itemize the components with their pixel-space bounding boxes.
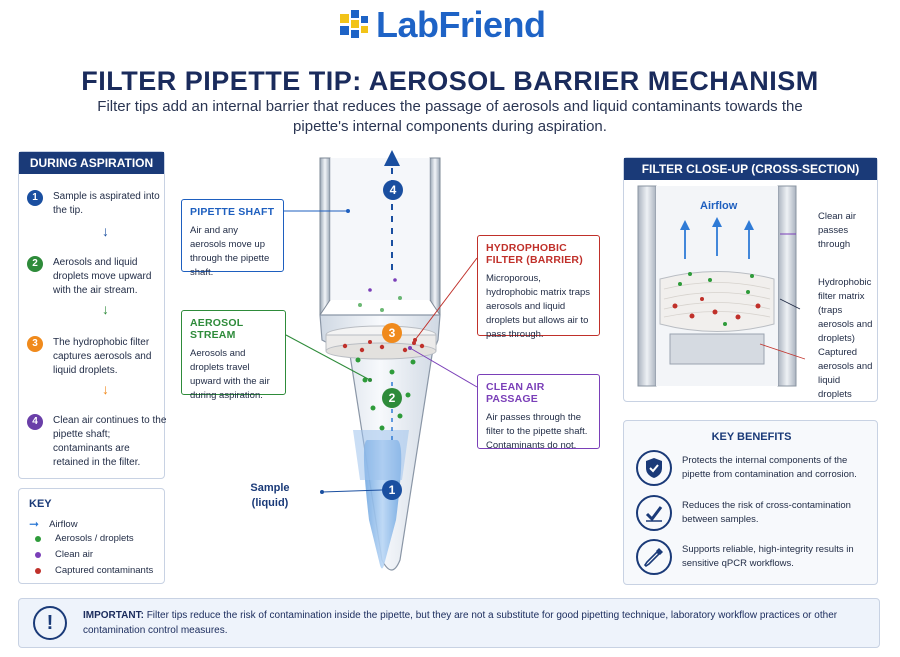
- key-heading: KEY: [29, 498, 52, 510]
- callout-hydrophobic-filter: HYDROPHOBIC FILTER (BARRIER) Microporous…: [477, 235, 600, 340]
- svg-text:3: 3: [389, 326, 396, 340]
- svg-text:4: 4: [390, 183, 397, 197]
- key-label: Clean air: [55, 549, 94, 560]
- page-title: FILTER PIPETTE TIP: AEROSOL BARRIER MECH…: [81, 66, 819, 96]
- shield-check-icon: [636, 450, 672, 486]
- arrow-down-icon: ↓: [102, 301, 109, 317]
- closeup-panel: FILTER CLOSE-UP (CROSS-SECTION) Airflow …: [623, 157, 878, 402]
- arrow-down-icon: ↓: [102, 223, 109, 239]
- key-label: Airflow: [49, 518, 78, 530]
- logo-text-lab: Lab: [376, 4, 439, 45]
- aspiration-panel: DURING ASPIRATION 1 Sample is aspirated …: [18, 151, 167, 479]
- pipette-icon: [636, 539, 672, 575]
- closeup-label-clean-air: Clean air passes through: [818, 211, 857, 250]
- benefits-heading: KEY BENEFITS: [711, 431, 792, 443]
- aspiration-step: 2 Aerosols and liquid droplets move upwa…: [27, 256, 167, 298]
- step-number: 3: [27, 336, 43, 352]
- callout-text: Air passes through the filter to the pip…: [486, 412, 588, 451]
- logo-text-friend: Friend: [438, 4, 547, 45]
- step-text: Clean air continues to the pipette shaft…: [53, 415, 167, 468]
- key-item-airflow: ➞ Airflow: [29, 517, 78, 531]
- benefit-item: Protects the internal components of the …: [636, 450, 877, 486]
- callout-text: Microporous, hydrophobic matrix traps ae…: [486, 273, 591, 340]
- marker-1-icon: [382, 480, 402, 500]
- benefit-text: Protects the internal components of the …: [682, 455, 857, 480]
- step-number: 1: [27, 190, 43, 206]
- benefit-item: Supports reliable, high-integrity result…: [636, 539, 877, 575]
- marker-3-icon: [382, 323, 402, 343]
- marker-2-icon: [382, 388, 402, 408]
- aspiration-step: 1 Sample is aspirated into the tip.: [27, 190, 167, 218]
- checkmark-icon: [636, 495, 672, 531]
- marker-4-icon: [383, 180, 403, 200]
- callout-title: HYDROPHOBIC FILTER (BARRIER): [486, 242, 583, 266]
- important-label: IMPORTANT:: [83, 610, 144, 621]
- important-banner: ! IMPORTANT: Filter tips reduce the risk…: [18, 598, 880, 648]
- key-label: Aerosols / droplets: [55, 533, 134, 544]
- key-item-captured: Captured contaminants: [29, 565, 153, 576]
- important-text: IMPORTANT: Filter tips reduce the risk o…: [83, 608, 879, 638]
- aspiration-step: 3 The hydrophobic filter captures aeroso…: [27, 336, 167, 378]
- callout-title: PIPETTE SHAFT: [190, 206, 275, 218]
- purple-dot-icon: [35, 551, 41, 558]
- callout-pipette-shaft: PIPETTE SHAFT Air and any aerosols move …: [181, 199, 284, 278]
- svg-text:2: 2: [389, 391, 396, 405]
- green-dot-icon: [35, 535, 41, 542]
- callout-text: Air and any aerosols move up through the…: [190, 225, 270, 278]
- aspiration-heading: DURING ASPIRATION: [19, 152, 164, 174]
- logo-grid-icon: [340, 10, 368, 38]
- closeup-label-matrix: Hydrophobic filter matrix (traps aerosol…: [818, 277, 873, 344]
- closeup-airflow-label: Airflow: [700, 200, 738, 212]
- key-item-aerosols: Aerosols / droplets: [29, 533, 134, 544]
- key-panel: KEY ➞ Airflow Aerosols / droplets Clean …: [18, 488, 165, 584]
- callout-text: Aerosols and droplets travel upward with…: [190, 348, 270, 401]
- labfriend-logo: LabFriend: [338, 4, 568, 46]
- step-number: 2: [27, 256, 43, 272]
- callout-title: AEROSOL STREAM: [190, 317, 244, 341]
- key-label: Captured contaminants: [55, 565, 154, 576]
- closeup-label-captured: Captured aerosols and liquid droplets: [818, 347, 873, 400]
- step-text: The hydrophobic filter captures aerosols…: [53, 337, 152, 376]
- step-text: Sample is aspirated into the tip.: [53, 191, 160, 216]
- pipette-tip-illustration: 4 3 2 1: [284, 150, 478, 571]
- step-number: 4: [27, 414, 43, 430]
- important-body: Filter tips reduce the risk of contamina…: [83, 610, 838, 636]
- benefit-text: Supports reliable, high-integrity result…: [682, 544, 854, 569]
- benefits-panel: KEY BENEFITS Protects the internal compo…: [623, 420, 878, 585]
- exclamation-icon: !: [33, 606, 67, 640]
- sample-label: Sample(liquid): [250, 482, 290, 509]
- key-item-clean-air: Clean air: [29, 549, 93, 560]
- step-text: Aerosols and liquid droplets move upward…: [53, 257, 152, 296]
- red-dot-icon: [35, 567, 41, 574]
- aspiration-step: 4 Clean air continues to the pipette sha…: [27, 414, 167, 470]
- arrow-down-icon: ↓: [102, 381, 109, 397]
- callout-title: CLEAN AIR PASSAGE: [486, 381, 545, 405]
- benefit-item: Reduces the risk of cross-contamination …: [636, 495, 877, 531]
- callout-clean-air: CLEAN AIR PASSAGE Air passes through the…: [477, 374, 600, 451]
- page-subtitle: Filter tips add an internal barrier that…: [97, 98, 803, 135]
- benefit-text: Reduces the risk of cross-contamination …: [682, 500, 851, 525]
- closeup-heading: FILTER CLOSE-UP (CROSS-SECTION): [624, 158, 877, 180]
- filter-closeup-illustration: [637, 185, 805, 387]
- svg-text:1: 1: [389, 483, 396, 497]
- callout-aerosol-stream: AEROSOL STREAM Aerosols and droplets tra…: [181, 310, 286, 401]
- airflow-arrow-icon: ➞: [29, 517, 40, 531]
